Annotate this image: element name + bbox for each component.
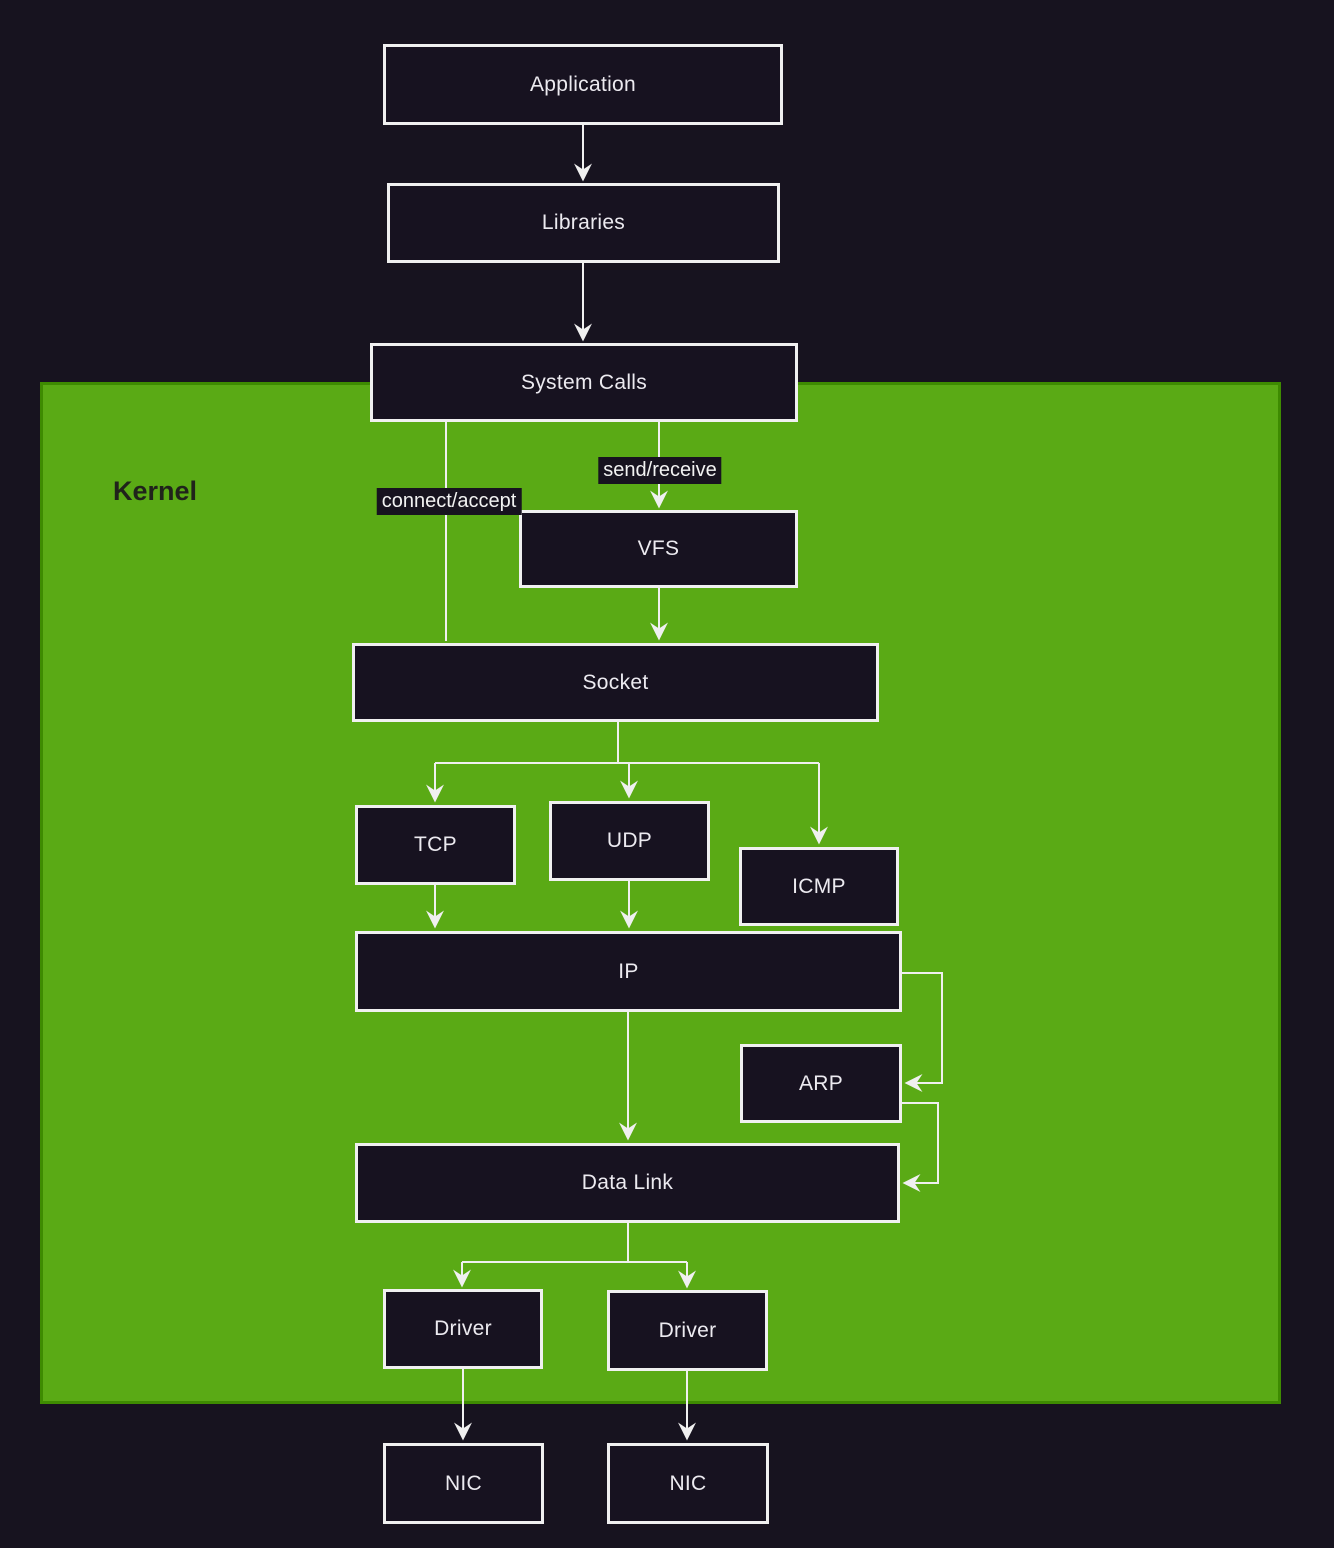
node-socket-label: Socket: [582, 670, 649, 694]
node-arp-label: ARP: [798, 1071, 844, 1095]
node-nic-left: NIC: [383, 1443, 544, 1524]
node-udp: UDP: [549, 801, 710, 881]
node-application: Application: [383, 44, 783, 125]
node-driver-right: Driver: [607, 1290, 768, 1371]
node-ip-label: IP: [618, 959, 639, 983]
node-udp-label: UDP: [606, 829, 653, 852]
node-vfs: VFS: [519, 510, 798, 588]
node-icmp-label: ICMP: [792, 874, 846, 898]
edge-label-connect-accept: connect/accept: [376, 488, 522, 515]
node-tcp: TCP: [355, 805, 516, 885]
node-icmp: ICMP: [739, 847, 899, 926]
node-driver-left-label: Driver: [434, 1317, 492, 1340]
node-nic-right: NIC: [607, 1443, 769, 1524]
edge-label-send-receive: send/receive: [598, 457, 722, 484]
node-driver-right-label: Driver: [658, 1318, 717, 1342]
edge-arp-datalink: [902, 1102, 939, 1192]
node-libraries: Libraries: [387, 183, 780, 263]
node-nic-right-label: NIC: [669, 1471, 707, 1495]
node-system-calls: System Calls: [370, 343, 798, 422]
node-arp: ARP: [740, 1044, 902, 1123]
node-system-calls-label: System Calls: [520, 370, 648, 394]
edge-datalink-branch-trunk: [462, 1223, 687, 1263]
node-data-link: Data Link: [355, 1143, 900, 1223]
node-tcp-label: TCP: [414, 833, 457, 856]
node-socket: Socket: [352, 643, 879, 722]
node-data-link-label: Data Link: [581, 1171, 674, 1194]
edge-ip-arp: [902, 972, 943, 1092]
node-nic-left-label: NIC: [444, 1471, 483, 1495]
node-ip: IP: [355, 931, 902, 1012]
kernel-region-label: Kernel: [113, 476, 198, 506]
edge-socket-branch-trunk: [435, 722, 819, 764]
node-application-label: Application: [529, 72, 637, 96]
node-driver-left: Driver: [383, 1289, 543, 1369]
node-vfs-label: VFS: [637, 537, 680, 560]
node-libraries-label: Libraries: [541, 211, 626, 234]
